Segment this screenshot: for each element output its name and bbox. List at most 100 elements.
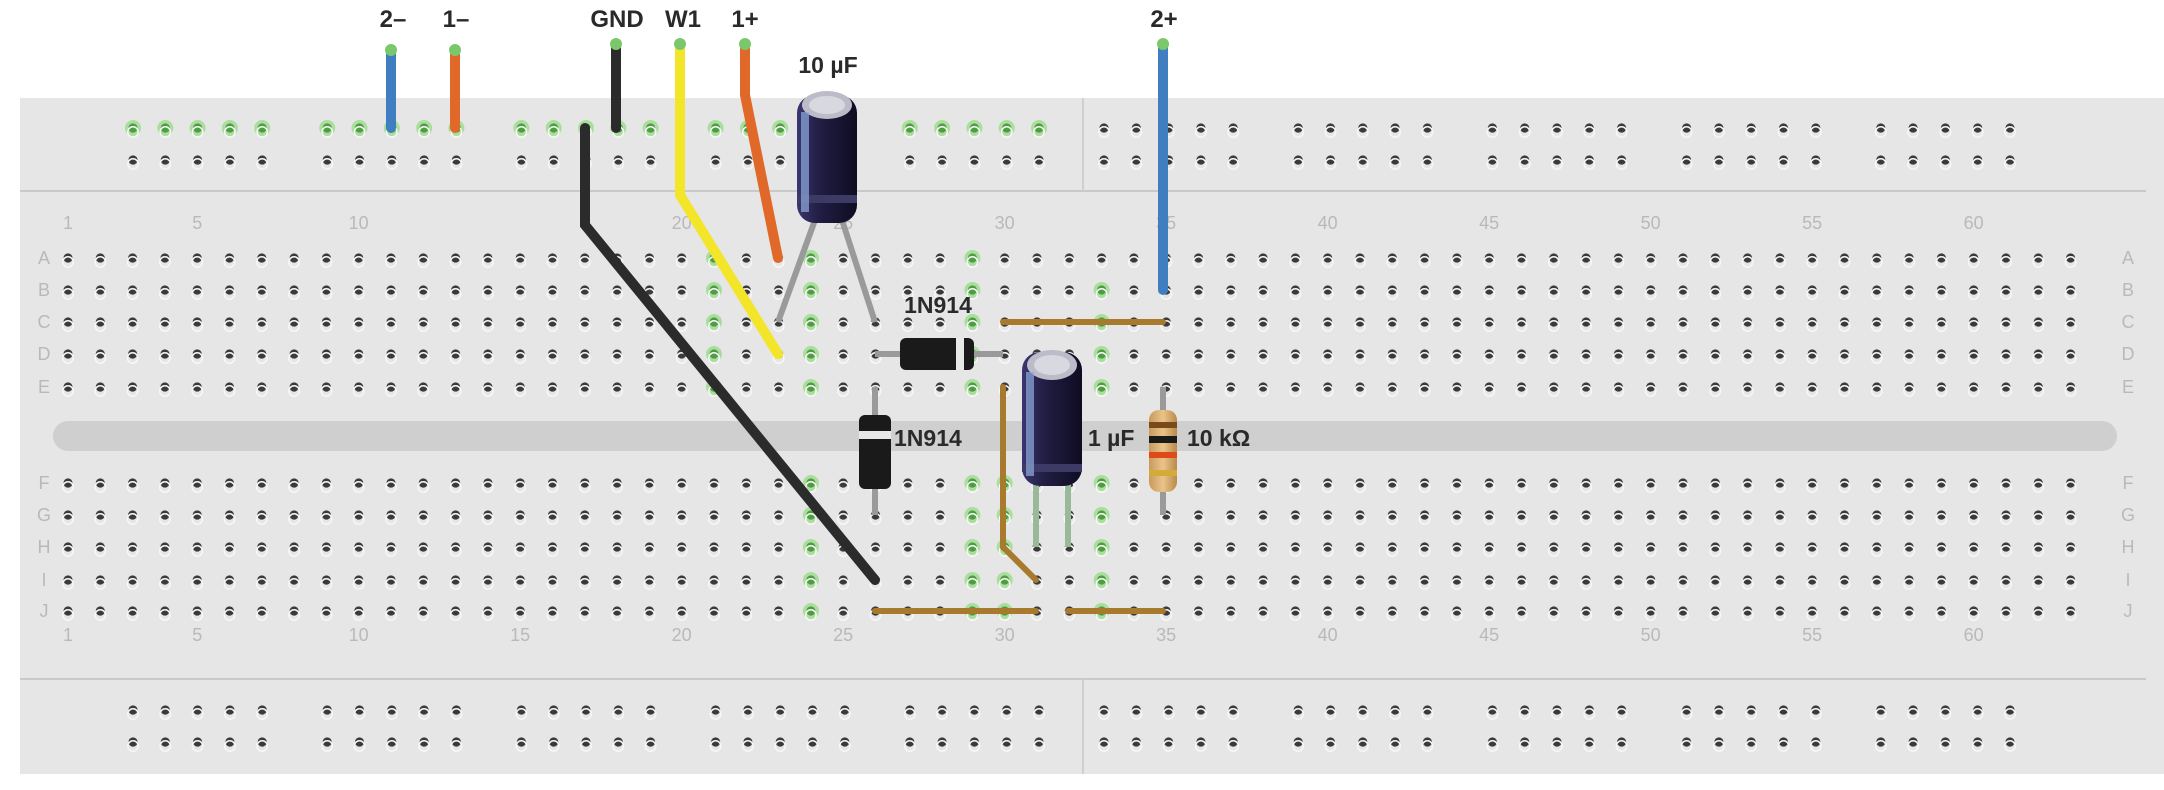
hole (1516, 542, 1527, 552)
hole (1904, 478, 1914, 488)
hole (612, 285, 622, 295)
rail-hole (1520, 123, 1530, 133)
hole (354, 542, 364, 552)
row-letter: D (38, 344, 51, 364)
hole (1710, 478, 1720, 488)
rail-hole (646, 123, 656, 133)
hole (1775, 349, 1785, 359)
hole (321, 478, 331, 488)
hole (612, 382, 622, 392)
hole (741, 510, 751, 520)
hole (612, 606, 622, 616)
hole (1129, 575, 1139, 585)
rail-hole (613, 155, 623, 165)
hole (1872, 606, 1882, 616)
hole (870, 542, 881, 552)
hole (95, 575, 105, 585)
hole (1290, 349, 1300, 359)
hole (677, 317, 687, 327)
hole (63, 317, 73, 327)
hole (418, 478, 428, 488)
hole (1904, 285, 1914, 295)
hole (257, 253, 267, 263)
hole (321, 606, 331, 616)
hole (967, 382, 978, 392)
rail-hole (1196, 155, 1206, 165)
hole (451, 542, 461, 552)
rail-hole (1422, 155, 1432, 165)
hole (1807, 253, 1817, 263)
row-letter: B (38, 280, 50, 300)
column-number: 50 (1641, 213, 1661, 233)
hole (63, 285, 73, 295)
hole (1516, 349, 1527, 359)
rail-hole (1228, 155, 1238, 165)
hole (515, 253, 525, 263)
rail-hole (711, 705, 721, 715)
hole (1613, 606, 1623, 616)
hole (1290, 317, 1300, 327)
hole (1258, 382, 1268, 392)
hole (1387, 349, 1397, 359)
hole (1807, 349, 1817, 359)
hole (1872, 575, 1882, 585)
hole (418, 510, 428, 520)
hole (1807, 542, 1817, 552)
rail-hole (1099, 705, 1109, 715)
hole (257, 285, 267, 295)
hole (709, 510, 719, 520)
rail-hole (160, 705, 170, 715)
hole (967, 542, 978, 552)
hole (1872, 542, 1882, 552)
hole (1452, 317, 1462, 327)
hole (1516, 510, 1527, 520)
hole (483, 253, 493, 263)
hole (806, 382, 816, 392)
rail-hole (1520, 737, 1530, 747)
hole (935, 510, 945, 520)
column-number: 25 (833, 625, 853, 645)
hole (483, 542, 493, 552)
hole (1839, 478, 1850, 488)
hole (644, 478, 655, 488)
rail-hole (1746, 123, 1756, 133)
wire-gnd-long (580, 123, 880, 585)
hole (580, 542, 590, 552)
hole (935, 575, 945, 585)
hole (1743, 285, 1753, 295)
hole (1904, 317, 1914, 327)
hole (838, 606, 848, 616)
rail-hole (1876, 737, 1886, 747)
rail-hole (1682, 123, 1692, 133)
hole (774, 542, 784, 552)
hole (612, 349, 622, 359)
hole (1226, 575, 1236, 585)
rail-hole (775, 123, 785, 133)
hole (612, 575, 622, 585)
row-letter: C (38, 312, 51, 332)
hole (870, 253, 881, 263)
hole (741, 575, 751, 585)
rail-hole (128, 705, 138, 715)
hole (1549, 253, 1559, 263)
wire-1plus (740, 39, 783, 263)
hole (1646, 253, 1656, 263)
hole (1290, 575, 1300, 585)
hole (1807, 285, 1817, 295)
hole (1613, 382, 1623, 392)
rail-hole (387, 705, 397, 715)
hole (1226, 317, 1236, 327)
hole (95, 478, 105, 488)
hole (612, 478, 622, 488)
label-cap-10uf: 10 µF (798, 52, 857, 78)
rail-hole (1390, 705, 1400, 715)
hole (1613, 285, 1623, 295)
rail-hole (1325, 737, 1336, 747)
hole (128, 542, 138, 552)
hole (1323, 382, 1333, 392)
hole (709, 606, 719, 616)
hole (709, 575, 719, 585)
rail-hole (1228, 705, 1238, 715)
rail-hole (775, 737, 785, 747)
hole (774, 575, 784, 585)
